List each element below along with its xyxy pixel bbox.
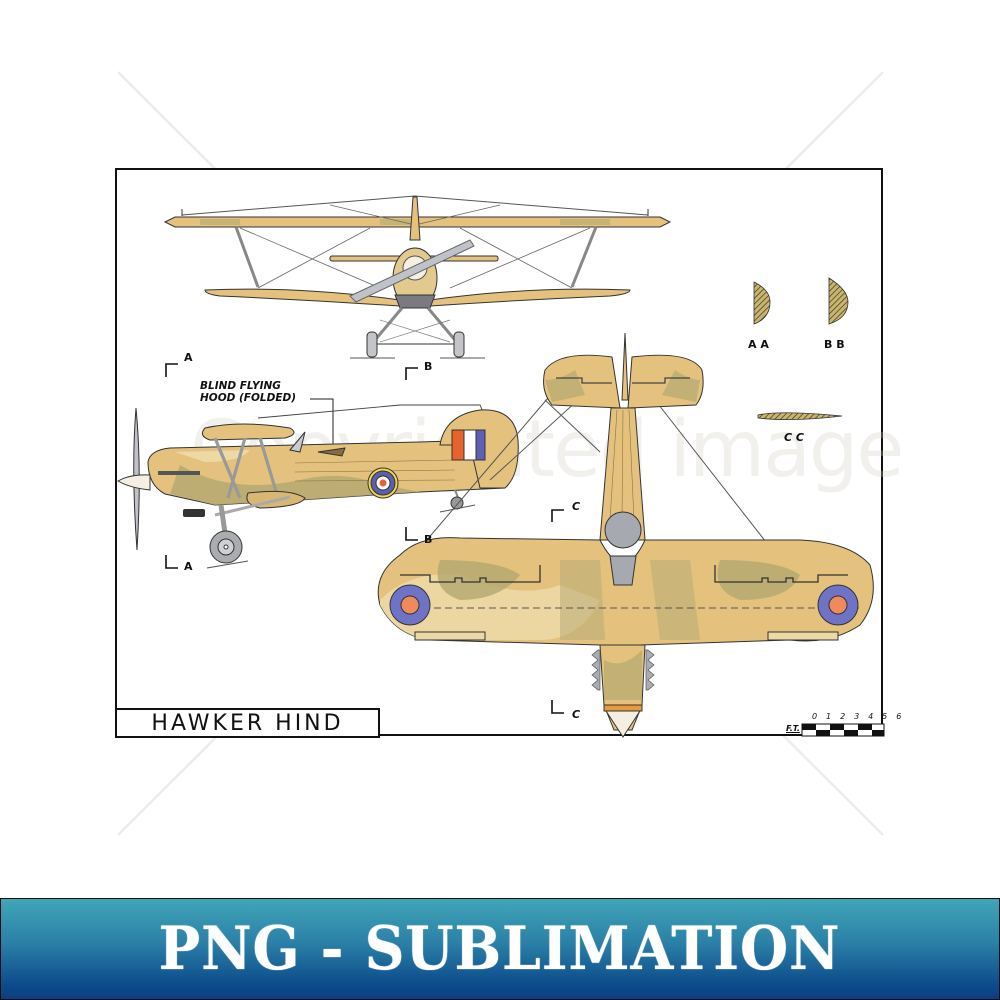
- section-label-b-top: B: [424, 360, 433, 373]
- scale-bar: [801, 723, 885, 737]
- section-label-a-top: A: [184, 351, 193, 364]
- callout-line-1: BLIND FLYING: [200, 380, 281, 392]
- scale-ticks: 0 1 2 3 4 5 6: [812, 712, 905, 721]
- section-label-c-bottom: C: [572, 708, 581, 721]
- aircraft-drawing: [117, 195, 885, 738]
- front-view: [163, 195, 672, 359]
- aircraft-title: HAWKER HIND: [115, 708, 380, 738]
- callout-blind-flying-hood: BLIND FLYING HOOD (FOLDED): [200, 380, 296, 404]
- section-label-b-bottom: B: [424, 533, 433, 546]
- section-label-a-bottom: A: [184, 560, 193, 573]
- cross-section-label-bb: B B: [824, 338, 845, 351]
- cross-section-label-cc: C C: [784, 431, 804, 444]
- banner-text: PNG - SUBLIMATION: [159, 914, 841, 984]
- scale-unit: F.T.: [786, 724, 800, 733]
- promo-banner: PNG - SUBLIMATION: [0, 898, 1000, 1000]
- section-label-c-top: C: [572, 500, 581, 513]
- callout-line-2: HOOD (FOLDED): [200, 392, 297, 404]
- cross-section-label-aa: A A: [748, 338, 769, 351]
- section-markers: [165, 363, 564, 714]
- side-view: [117, 398, 519, 569]
- cross-sections: [753, 277, 849, 420]
- top-view: [377, 332, 874, 738]
